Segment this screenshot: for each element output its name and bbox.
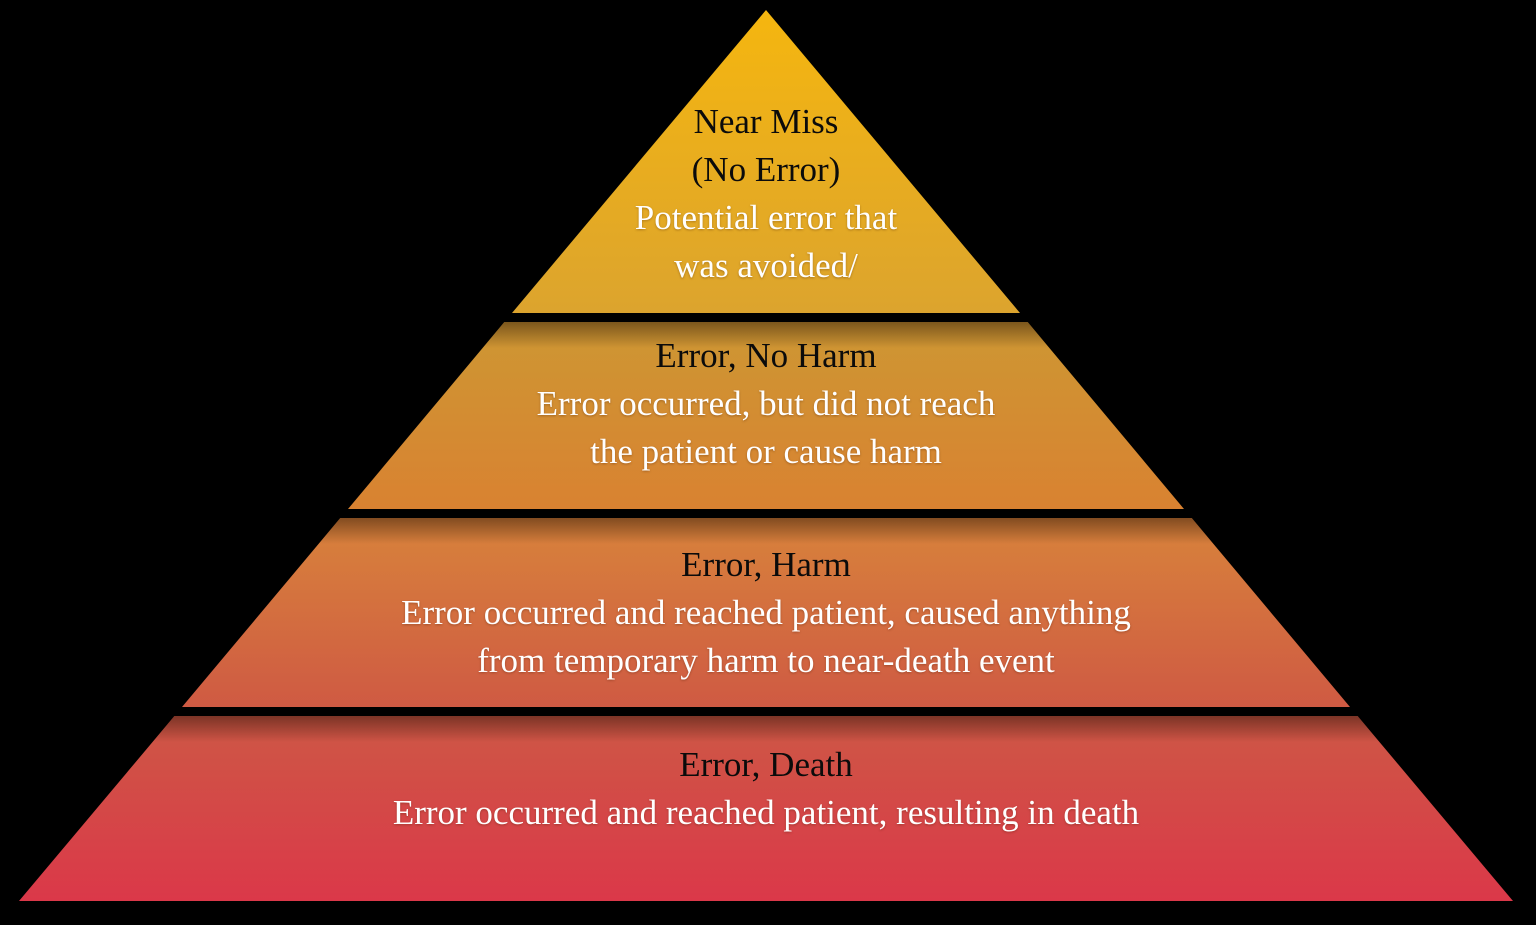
pyramid-level-near-miss: Near Miss (No Error) Potential error tha…: [512, 10, 1020, 313]
level-description-line: Error occurred and reached patient, resu…: [392, 793, 1140, 832]
level-description-line: was avoided/: [674, 246, 858, 285]
level-description-line: Error occurred and reached patient, caus…: [401, 593, 1131, 632]
level-heading-line: Near Miss: [693, 102, 839, 141]
level-text-block: Near Miss (No Error) Potential error tha…: [512, 98, 1020, 290]
level-heading-line: (No Error): [691, 150, 841, 189]
level-text-block: Error, Harm Error occurred and reached p…: [182, 541, 1350, 685]
pyramid-level-error-harm: Error, Harm Error occurred and reached p…: [182, 518, 1350, 707]
level-description-line: Error occurred, but did not reach: [536, 384, 996, 423]
level-description-line: the patient or cause harm: [590, 432, 942, 471]
pyramid-level-error-death: Error, Death Error occurred and reached …: [19, 716, 1513, 901]
level-heading-line: Error, Harm: [681, 545, 851, 584]
level-text-block: Error, Death Error occurred and reached …: [19, 741, 1513, 837]
level-heading-line: Error, Death: [679, 745, 853, 784]
level-description-line: from temporary harm to near-death event: [477, 641, 1055, 680]
level-text-block: Error, No Harm Error occurred, but did n…: [348, 332, 1184, 476]
level-description-line: Potential error that: [634, 198, 898, 237]
level-heading-line: Error, No Harm: [655, 336, 877, 375]
pyramid-level-error-no-harm: Error, No Harm Error occurred, but did n…: [348, 322, 1184, 509]
tier-cast-shadow: [19, 716, 1513, 742]
